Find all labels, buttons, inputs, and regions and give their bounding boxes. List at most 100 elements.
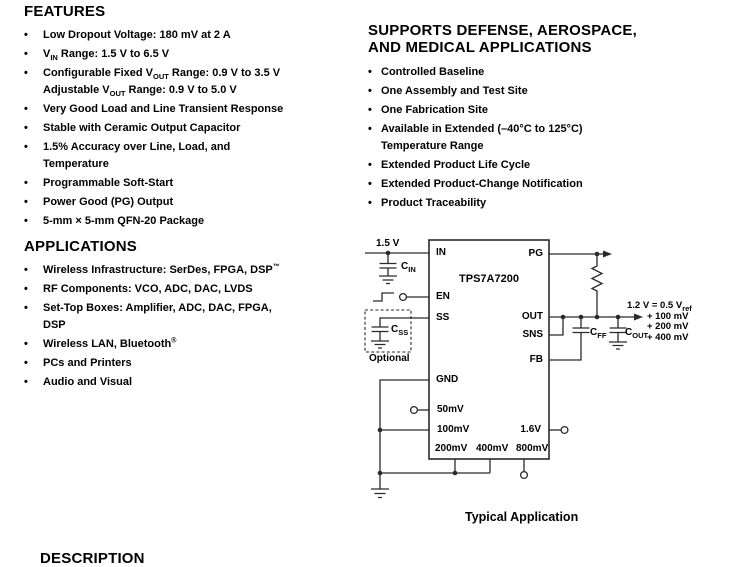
bullet-icon: • — [24, 122, 28, 134]
features-title: FEATURES — [24, 3, 106, 20]
list-item: • Available in Extended (–40°C to 125°C)… — [368, 121, 724, 155]
bullet-icon: • — [24, 141, 28, 153]
supports-text: Controlled Baseline — [381, 66, 485, 78]
list-item: • PCs and Printers — [24, 355, 364, 372]
list-item: • Low Dropout Voltage: 180 mV at 2 A — [24, 27, 364, 44]
bullet-icon: • — [24, 29, 28, 41]
application-text: Wireless LAN, Bluetooth® — [43, 337, 177, 350]
input-voltage-label: 1.5 V — [376, 238, 400, 249]
bullet-icon: • — [24, 177, 28, 189]
bullet-icon: • — [368, 85, 372, 97]
list-item: • Wireless Infrastructure: SerDes, FPGA,… — [24, 262, 364, 279]
pin-50mv: 50mV — [437, 404, 464, 415]
supports-text: One Fabrication Site — [381, 104, 488, 116]
equation-line: + 400 mV — [647, 331, 689, 343]
list-item: • Controlled Baseline — [368, 64, 724, 81]
left-column: FEATURES • Low Dropout Voltage: 180 mV a… — [24, 3, 364, 393]
pg-arrow — [603, 250, 612, 258]
list-item: • 5-mm × 5-mm QFN-20 Package — [24, 213, 364, 230]
chip-name: TPS7A7200 — [459, 273, 519, 285]
feature-text: Low Dropout Voltage: 180 mV at 2 A — [43, 29, 231, 41]
feature-text: Programmable Soft-Start — [43, 177, 174, 189]
pin-out: OUT — [521, 311, 543, 322]
pin-ss: SS — [436, 312, 450, 323]
list-item: • Extended Product Life Cycle — [368, 157, 724, 174]
bullet-icon: • — [368, 123, 372, 135]
list-item: • RF Components: VCO, ADC, DAC, LVDS — [24, 281, 364, 298]
supports-text: Extended Product Life Cycle — [381, 159, 531, 171]
bullet-icon: • — [24, 357, 28, 369]
description-title: DESCRIPTION — [40, 550, 145, 567]
bullet-icon: • — [24, 196, 28, 208]
chip-outline — [428, 239, 550, 460]
equation-line: + 200 mV — [647, 321, 689, 332]
bullet-icon: • — [24, 264, 28, 276]
list-item: • Set-Top Boxes: Amplifier, ADC, DAC, FP… — [24, 300, 364, 334]
pin-in: IN — [436, 247, 446, 258]
bullet-icon: • — [24, 215, 28, 227]
pin-en: EN — [436, 291, 450, 302]
bullet-icon: • — [24, 67, 28, 79]
feature-text: VIN Range: 1.5 V to 6.5 V — [43, 48, 170, 63]
out-arrow — [634, 313, 643, 321]
cout-label: COUT — [625, 327, 649, 340]
pin-1v6: 1.6V — [520, 424, 541, 435]
list-item: • VIN Range: 1.5 V to 6.5 V — [24, 46, 364, 63]
list-item: • One Assembly and Test Site — [368, 83, 724, 100]
feature-text: Very Good Load and Line Transient Respon… — [43, 103, 284, 115]
supports-title-line2: AND MEDICAL APPLICATIONS — [368, 39, 592, 56]
feature-text: Power Good (PG) Output — [43, 196, 174, 208]
list-item: • Wireless LAN, Bluetooth® — [24, 336, 364, 353]
bullet-icon: • — [368, 104, 372, 116]
cff-label: CFF — [590, 327, 607, 340]
list-item: • Stable with Ceramic Output Capacitor — [24, 120, 364, 137]
list-item: • One Fabrication Site — [368, 102, 724, 119]
list-item: • Extended Product-Change Notification — [368, 176, 724, 193]
bullet-icon: • — [24, 283, 28, 295]
applications-title: APPLICATIONS — [24, 238, 137, 255]
bullet-icon: • — [24, 376, 28, 388]
bullet-icon: • — [24, 302, 28, 314]
optional-label: Optional — [369, 353, 410, 364]
list-item: • Programmable Soft-Start — [24, 175, 364, 192]
pin-pg: PG — [528, 248, 543, 259]
bullet-icon: • — [24, 48, 28, 60]
cin-label: CIN — [401, 261, 416, 274]
pin-gnd: GND — [436, 374, 459, 385]
list-item: • Very Good Load and Line Transient Resp… — [24, 101, 364, 118]
features-list: • Low Dropout Voltage: 180 mV at 2 A • V… — [24, 27, 364, 230]
pin-100mv: 100mV — [437, 424, 470, 435]
application-text: Audio and Visual — [43, 376, 133, 388]
optional-box — [364, 309, 412, 353]
list-item: • Product Traceability — [368, 195, 724, 212]
supports-title: SUPPORTS DEFENSE, AEROSPACE, AND MEDICAL… — [368, 22, 724, 56]
application-text: RF Components: VCO, ADC, DAC, LVDS — [43, 283, 253, 295]
feature-text: 5-mm × 5-mm QFN-20 Package — [43, 215, 205, 227]
supports-text: Product Traceability — [381, 197, 487, 209]
applications-list: • Wireless Infrastructure: SerDes, FPGA,… — [24, 262, 364, 391]
application-text: PCs and Printers — [43, 357, 132, 369]
bullet-icon: • — [368, 66, 372, 78]
feature-text: Configurable Fixed VOUT Range: 0.9 V to … — [43, 67, 281, 99]
bullet-icon: • — [24, 338, 28, 350]
supports-text: Extended Product-Change Notification — [381, 178, 583, 190]
supports-list: • Controlled Baseline • One Assembly and… — [368, 64, 724, 212]
application-text: Wireless Infrastructure: SerDes, FPGA, D… — [43, 263, 280, 276]
pin-fb: FB — [529, 354, 543, 365]
bullet-icon: • — [368, 178, 372, 190]
bullet-icon: • — [368, 197, 372, 209]
list-item: • Power Good (PG) Output — [24, 194, 364, 211]
typical-application-caption: Typical Application — [465, 510, 579, 524]
output-voltage-equation: 1.2 V = 0.5 Vref + 100 mV + 200 mV + 400… — [627, 300, 692, 343]
pin-200mv: 200mV — [435, 443, 468, 454]
css-label: CSS — [391, 324, 409, 337]
supports-title-line1: SUPPORTS DEFENSE, AEROSPACE, — [368, 22, 637, 39]
supports-text: One Assembly and Test Site — [381, 85, 528, 97]
supports-text: Available in Extended (–40°C to 125°C)Te… — [381, 123, 583, 152]
pin-400mv: 400mV — [476, 443, 509, 454]
bullet-icon: • — [368, 159, 372, 171]
right-column: SUPPORTS DEFENSE, AEROSPACE, AND MEDICAL… — [368, 22, 724, 214]
